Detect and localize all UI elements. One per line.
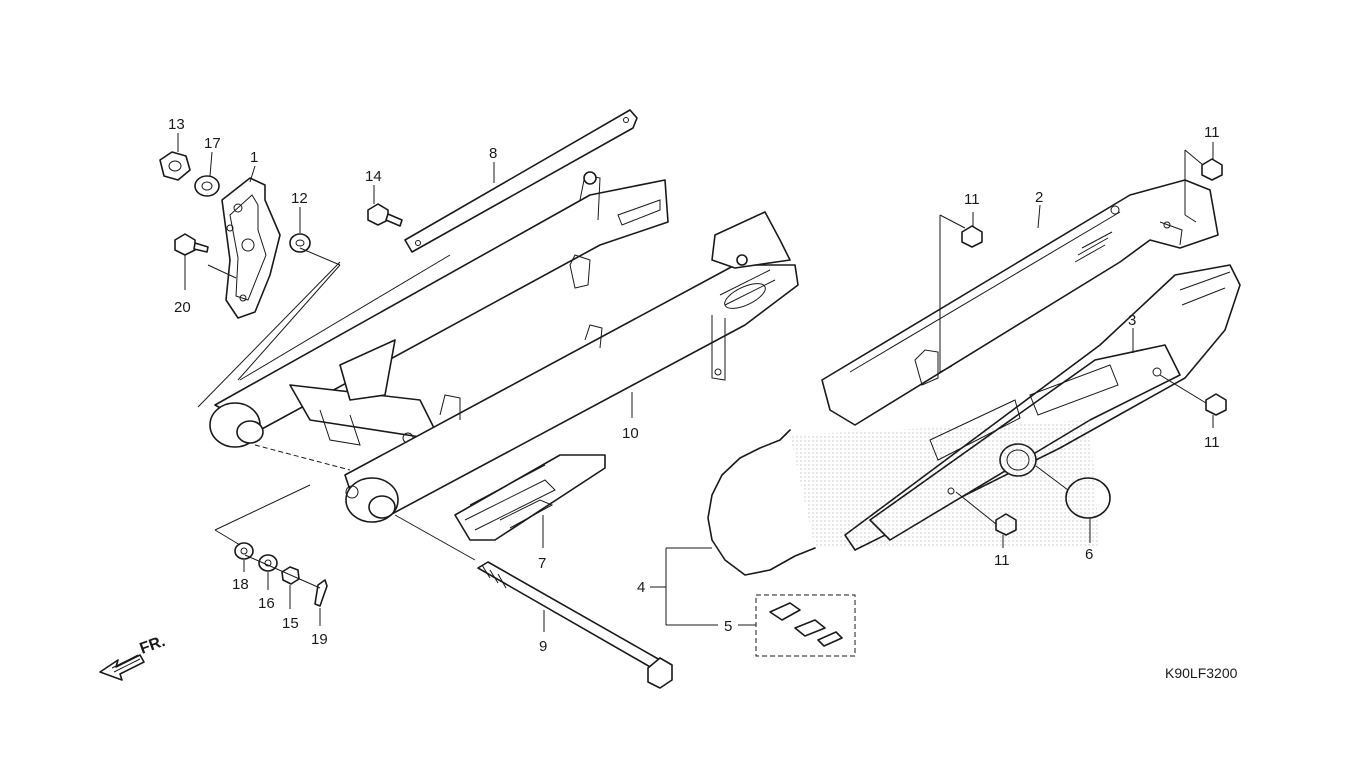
bolt-11-upper-right	[1201, 158, 1223, 181]
callout-4: 4	[637, 579, 645, 596]
callout-11-top-right: 11	[1204, 124, 1220, 141]
callout-14: 14	[365, 168, 382, 185]
front-direction-arrow: FR.	[99, 633, 168, 681]
cotter-pin-19	[314, 579, 328, 607]
front-direction-label: FR.	[138, 633, 168, 658]
callout-11-top-left: 11	[964, 191, 980, 208]
washer-16	[258, 554, 278, 572]
callout-12: 12	[291, 190, 308, 207]
nut-13	[159, 151, 191, 181]
bolt-11-upper-left	[961, 225, 983, 248]
callout-3: 3	[1128, 312, 1136, 329]
swingarm	[209, 171, 799, 523]
callout-10: 10	[622, 425, 639, 442]
drive-chain	[707, 420, 1100, 576]
callout-17: 17	[204, 135, 221, 152]
bolt-11-right	[1205, 393, 1227, 416]
master-link	[755, 594, 856, 657]
callout-18: 18	[232, 576, 249, 593]
callout-8: 8	[489, 145, 497, 162]
callout-9: 9	[539, 638, 547, 655]
bolt-14	[367, 203, 403, 227]
callout-7: 7	[538, 555, 546, 572]
chain-guide-bar	[404, 109, 638, 253]
callout-6: 6	[1085, 546, 1093, 563]
callout-16: 16	[258, 595, 275, 612]
callout-15: 15	[282, 615, 299, 632]
callout-11-bottom: 11	[994, 552, 1010, 569]
washer-12	[289, 233, 311, 253]
callout-20: 20	[174, 299, 191, 316]
callout-2: 2	[1035, 189, 1043, 206]
drawing-code: K90LF3200	[1165, 665, 1238, 681]
washer-18	[234, 542, 254, 560]
callout-13: 13	[168, 116, 185, 133]
chain-slider	[454, 454, 606, 541]
bolt-20	[174, 233, 209, 256]
side-plate	[221, 177, 281, 319]
pivot-bolt	[477, 561, 673, 689]
washer-17	[194, 175, 220, 197]
callout-1: 1	[250, 149, 258, 166]
callout-5: 5	[724, 618, 732, 635]
callout-11-right: 11	[1204, 434, 1220, 451]
chain-case-upper	[821, 179, 1219, 426]
callout-19: 19	[311, 631, 328, 648]
leader-lines	[177, 133, 1214, 632]
callout-labels: 1 2 3 4 5 6 7 8 9 10 11 11 11 11 12 13 1…	[168, 116, 1220, 655]
